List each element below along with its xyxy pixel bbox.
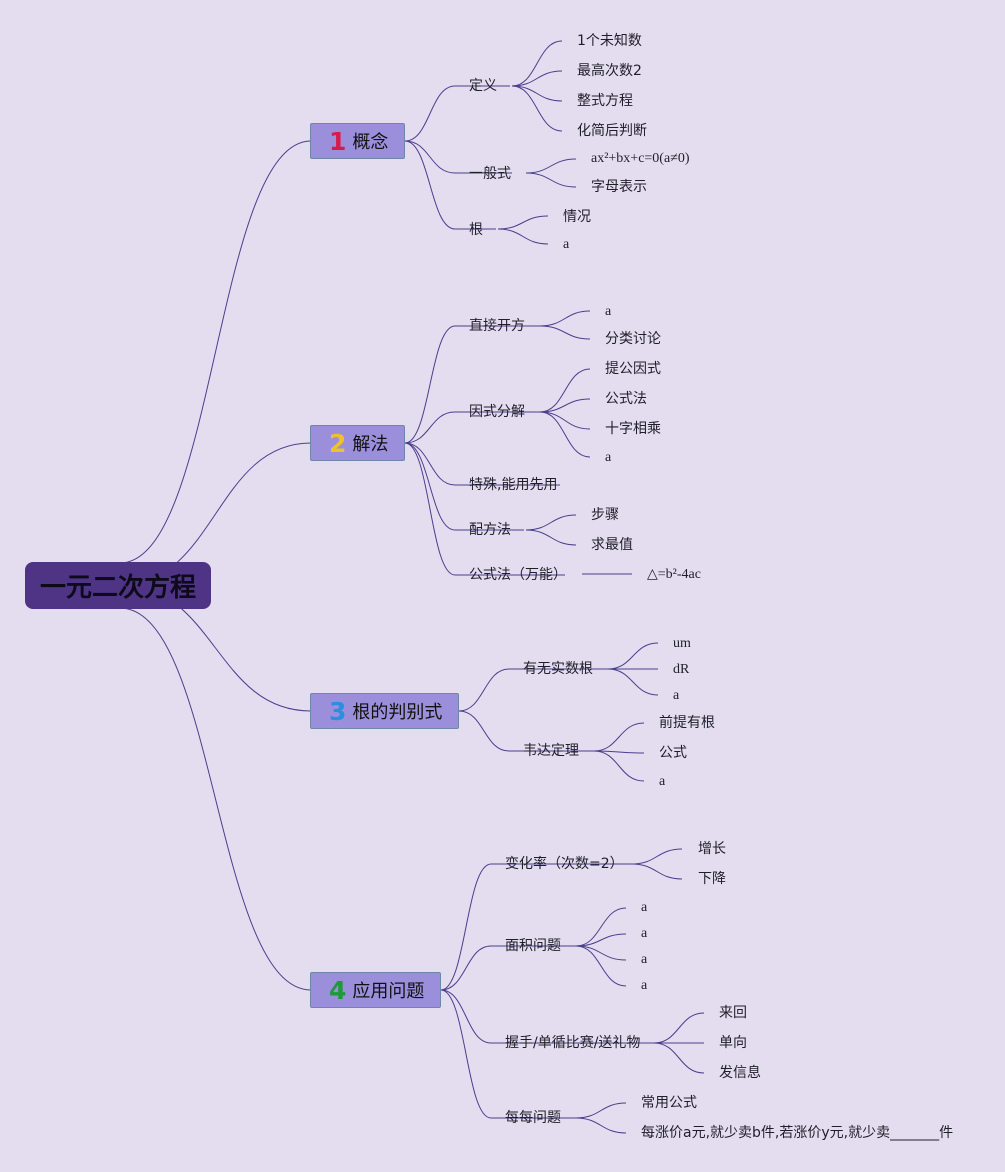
topic-completing-square[interactable]: 配方法 bbox=[469, 522, 511, 538]
leaf-item[interactable]: 化简后判断 bbox=[577, 123, 647, 139]
leaf-item[interactable]: 公式 bbox=[659, 745, 687, 761]
leaf-discriminant[interactable]: △=b²-4ac bbox=[647, 567, 701, 582]
topic-direct-root[interactable]: 直接开方 bbox=[469, 318, 525, 334]
number-4-icon: 4 bbox=[329, 975, 347, 1005]
leaf-item[interactable]: um bbox=[673, 636, 691, 651]
leaf-item[interactable]: 字母表示 bbox=[591, 179, 647, 195]
leaf-item[interactable]: 常用公式 bbox=[641, 1095, 697, 1111]
leaf-item[interactable]: 最高次数2 bbox=[577, 63, 642, 79]
leaf-item[interactable]: 整式方程 bbox=[577, 93, 633, 109]
leaf-item[interactable]: 情况 bbox=[563, 209, 591, 225]
topic-handshake[interactable]: 握手/单循比赛/送礼物 bbox=[505, 1035, 641, 1051]
number-1-icon: 1 bbox=[329, 126, 347, 156]
leaf-item[interactable]: 步骤 bbox=[591, 507, 619, 523]
leaf-item[interactable]: a bbox=[563, 237, 570, 252]
topic-vieta[interactable]: 韦达定理 bbox=[523, 743, 579, 759]
leaf-item[interactable]: a bbox=[641, 952, 648, 967]
topic-area-problems[interactable]: 面积问题 bbox=[505, 938, 561, 954]
topic-definition[interactable]: 定义 bbox=[469, 78, 497, 94]
leaf-item[interactable]: a bbox=[641, 926, 648, 941]
number-2-icon: 2 bbox=[329, 428, 347, 458]
leaf-item[interactable]: a bbox=[641, 900, 648, 915]
leaf-item[interactable]: 提公因式 bbox=[605, 361, 661, 377]
leaf-item[interactable]: 来回 bbox=[719, 1005, 747, 1021]
topic-factoring[interactable]: 因式分解 bbox=[469, 404, 525, 420]
leaf-item[interactable]: 公式法 bbox=[605, 391, 647, 407]
branch-label: 解法 bbox=[352, 434, 389, 455]
branch-discriminant[interactable]: 3 根的判别式 bbox=[310, 693, 459, 729]
topic-quadratic-formula[interactable]: 公式法（万能） bbox=[469, 567, 567, 583]
topic-every-problem[interactable]: 每每问题 bbox=[505, 1110, 561, 1126]
branch-applications[interactable]: 4 应用问题 bbox=[310, 972, 441, 1008]
leaf-item[interactable]: 下降 bbox=[698, 871, 726, 887]
leaf-item[interactable]: 1个未知数 bbox=[577, 33, 642, 49]
branch-solutions[interactable]: 2 解法 bbox=[310, 425, 405, 461]
leaf-item[interactable]: 分类讨论 bbox=[605, 331, 661, 347]
root-topic[interactable]: 一元二次方程 bbox=[25, 562, 211, 609]
branch-label: 应用问题 bbox=[352, 981, 425, 1002]
number-3-icon: 3 bbox=[329, 696, 347, 726]
leaf-item[interactable]: a bbox=[673, 688, 680, 703]
topic-real-roots[interactable]: 有无实数根 bbox=[523, 661, 593, 677]
topic-general-form[interactable]: 一般式 bbox=[469, 166, 511, 182]
leaf-item[interactable]: a bbox=[641, 978, 648, 993]
branch-label: 概念 bbox=[352, 132, 389, 153]
branch-concept[interactable]: 1 概念 bbox=[310, 123, 405, 159]
leaf-item[interactable]: a bbox=[605, 450, 612, 465]
topic-root[interactable]: 根 bbox=[469, 222, 483, 238]
leaf-item[interactable]: 前提有根 bbox=[659, 715, 715, 731]
topic-rate-of-change[interactable]: 变化率（次数=2） bbox=[505, 856, 624, 872]
leaf-item[interactable]: 发信息 bbox=[719, 1065, 761, 1081]
leaf-item[interactable]: 每涨价a元,就少卖b件,若涨价y元,就少卖_______件 bbox=[641, 1125, 954, 1141]
leaf-item[interactable]: 求最值 bbox=[591, 537, 633, 553]
branch-label: 根的判别式 bbox=[352, 702, 443, 723]
leaf-item[interactable]: dR bbox=[673, 662, 690, 677]
leaf-item[interactable]: a bbox=[659, 774, 666, 789]
leaf-formula[interactable]: ax²+bx+c=0(a≠0) bbox=[591, 151, 690, 166]
leaf-item[interactable]: 十字相乘 bbox=[605, 421, 661, 437]
leaf-item[interactable]: 单向 bbox=[719, 1035, 747, 1051]
topic-special[interactable]: 特殊,能用先用 bbox=[469, 477, 558, 493]
leaf-item[interactable]: 增长 bbox=[698, 841, 726, 857]
leaf-item[interactable]: a bbox=[605, 304, 612, 319]
